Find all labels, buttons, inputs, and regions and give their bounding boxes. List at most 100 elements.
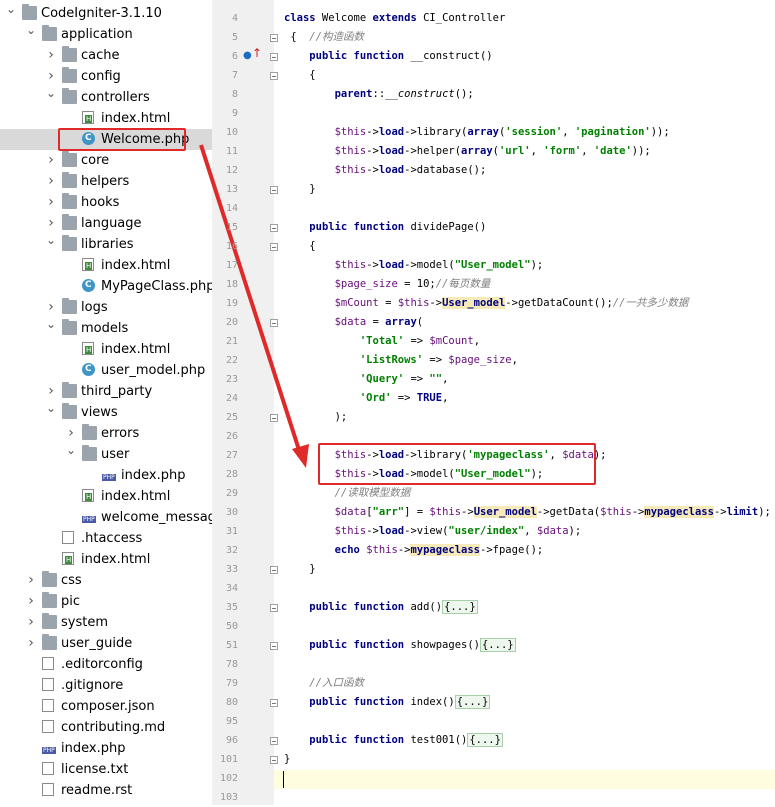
override-marker-icon[interactable]: ● (243, 50, 252, 61)
chevron-right-icon[interactable]: › (48, 194, 54, 210)
chevron-right-icon[interactable]: › (28, 572, 34, 588)
tree-item[interactable]: contributing.md (0, 717, 212, 738)
code-line[interactable]: public function dividePage() (309, 221, 487, 233)
project-tree[interactable]: ⌄CodeIgniter-3.1.10⌄application›cache›co… (0, 0, 212, 805)
up-arrow-icon[interactable]: ↑ (252, 46, 263, 60)
tree-item[interactable]: user_model.php (0, 360, 212, 381)
chevron-down-icon[interactable]: ⌄ (46, 317, 57, 331)
fold-toggle-icon[interactable] (270, 642, 278, 650)
fold-toggle-icon[interactable] (270, 604, 278, 612)
tree-item[interactable]: index.html (0, 339, 212, 360)
fold-toggle-icon[interactable] (270, 737, 278, 745)
tree-item[interactable]: ⌄application (0, 23, 212, 45)
fold-toggle-icon[interactable] (270, 414, 278, 422)
tree-item[interactable]: index.html (0, 486, 212, 507)
tree-item[interactable]: index.php (0, 465, 212, 486)
chevron-right-icon[interactable]: › (28, 635, 34, 651)
tree-item[interactable]: ›hooks (0, 192, 212, 213)
code-editor[interactable] (274, 0, 775, 805)
code-line[interactable]: //读取模型数据 (334, 487, 411, 499)
code-line[interactable]: parent::__construct(); (334, 88, 474, 100)
code-line[interactable]: $this->load->model("User_model"); (334, 259, 544, 271)
code-line[interactable]: public function index(){...} (309, 695, 491, 709)
fold-toggle-icon[interactable] (270, 34, 278, 42)
tree-item[interactable]: ›third_party (0, 381, 212, 402)
chevron-right-icon[interactable]: › (48, 47, 54, 63)
chevron-right-icon[interactable]: › (48, 152, 54, 168)
tree-item[interactable]: ›pic (0, 591, 212, 612)
tree-item[interactable]: ⌄libraries (0, 233, 212, 255)
chevron-right-icon[interactable]: › (28, 593, 34, 609)
tree-item[interactable]: ›user_guide (0, 633, 212, 654)
tree-item[interactable]: .gitignore (0, 675, 212, 696)
tree-item[interactable]: .htaccess (0, 528, 212, 549)
tree-item[interactable]: ›errors (0, 423, 212, 444)
code-line[interactable]: $this->load->library('mypageclass', $dat… (334, 449, 607, 461)
code-line[interactable]: $this->load->database(); (334, 164, 487, 176)
code-line[interactable]: public function showpages(){...} (309, 638, 516, 652)
code-line[interactable]: echo $this->mypageclass->fpage(); (334, 544, 544, 556)
fold-toggle-icon[interactable] (270, 319, 278, 327)
code-line[interactable]: ); (284, 411, 348, 423)
chevron-down-icon[interactable]: ⌄ (46, 401, 57, 415)
tree-item[interactable]: index.html (0, 549, 212, 570)
chevron-down-icon[interactable]: ⌄ (66, 443, 77, 457)
code-line[interactable]: $mCount = $this->User_model->getDataCoun… (334, 297, 689, 309)
fold-toggle-icon[interactable] (270, 53, 278, 61)
chevron-right-icon[interactable]: › (48, 173, 54, 189)
chevron-right-icon[interactable]: › (48, 215, 54, 231)
code-line[interactable]: } (284, 753, 291, 765)
code-line[interactable]: $this->load->view("user/index", $data); (334, 525, 582, 537)
tree-item[interactable]: ›logs (0, 297, 212, 318)
tree-item[interactable]: ›system (0, 612, 212, 633)
fold-toggle-icon[interactable] (270, 756, 278, 764)
tree-item[interactable]: ⌄user (0, 443, 212, 465)
code-line[interactable]: 'Query' => "", (359, 373, 449, 385)
chevron-right-icon[interactable]: › (48, 299, 54, 315)
chevron-right-icon[interactable]: › (28, 614, 34, 630)
fold-toggle-icon[interactable] (270, 699, 278, 707)
tree-item[interactable]: ›language (0, 213, 212, 234)
code-line[interactable]: 'ListRows' => $page_size, (359, 354, 518, 366)
tree-item[interactable]: composer.json (0, 696, 212, 717)
code-line[interactable]: { //构造函数 (284, 31, 364, 43)
code-line[interactable]: class Welcome extends CI_Controller (284, 12, 506, 24)
fold-toggle-icon[interactable] (270, 243, 278, 251)
fold-toggle-icon[interactable] (270, 72, 278, 80)
fold-toggle-icon[interactable] (270, 224, 278, 232)
fold-toggle-icon[interactable] (270, 566, 278, 574)
code-line[interactable]: $this->load->library(array('session', 'p… (334, 126, 670, 138)
chevron-down-icon[interactable]: ⌄ (6, 2, 17, 16)
code-line[interactable]: public function add(){...} (309, 600, 478, 614)
chevron-right-icon[interactable]: › (48, 68, 54, 84)
chevron-right-icon[interactable]: › (68, 425, 74, 441)
tree-item[interactable]: ⌄views (0, 401, 212, 423)
code-line[interactable]: $data = array( (334, 316, 424, 328)
tree-item[interactable]: .editorconfig (0, 654, 212, 675)
code-line[interactable]: $data["arr"] = $this->User_model->getDat… (334, 506, 771, 518)
tree-item[interactable]: index.html (0, 255, 212, 276)
tree-item[interactable]: ›config (0, 66, 212, 87)
tree-item[interactable]: welcome_message.ph (0, 507, 212, 528)
code-line[interactable]: //入口函数 (309, 677, 364, 689)
tree-item[interactable]: ›css (0, 570, 212, 591)
chevron-down-icon[interactable]: ⌄ (26, 23, 37, 37)
tree-item[interactable]: Welcome.php (0, 129, 212, 150)
code-line[interactable]: public function __construct() (309, 50, 493, 62)
code-line[interactable]: { (284, 69, 316, 81)
tree-item[interactable]: ⌄controllers (0, 86, 212, 108)
tree-item[interactable]: ›cache (0, 45, 212, 66)
tree-item[interactable]: index.php (0, 738, 212, 759)
code-line[interactable]: { (284, 240, 316, 252)
code-line[interactable]: $page_size = 10;//每页数量 (334, 278, 491, 290)
tree-item[interactable]: readme.rst (0, 780, 212, 801)
code-line[interactable]: } (284, 183, 316, 195)
tree-item[interactable]: ⌄models (0, 317, 212, 339)
chevron-down-icon[interactable]: ⌄ (46, 86, 57, 100)
tree-item[interactable]: MyPageClass.php (0, 276, 212, 297)
tree-item[interactable]: license.txt (0, 759, 212, 780)
code-line[interactable]: 'Ord' => TRUE, (359, 392, 449, 404)
code-line[interactable]: public function test001(){...} (309, 733, 503, 747)
tree-item[interactable]: ⌄CodeIgniter-3.1.10 (0, 2, 212, 24)
tree-item[interactable]: ›core (0, 150, 212, 171)
